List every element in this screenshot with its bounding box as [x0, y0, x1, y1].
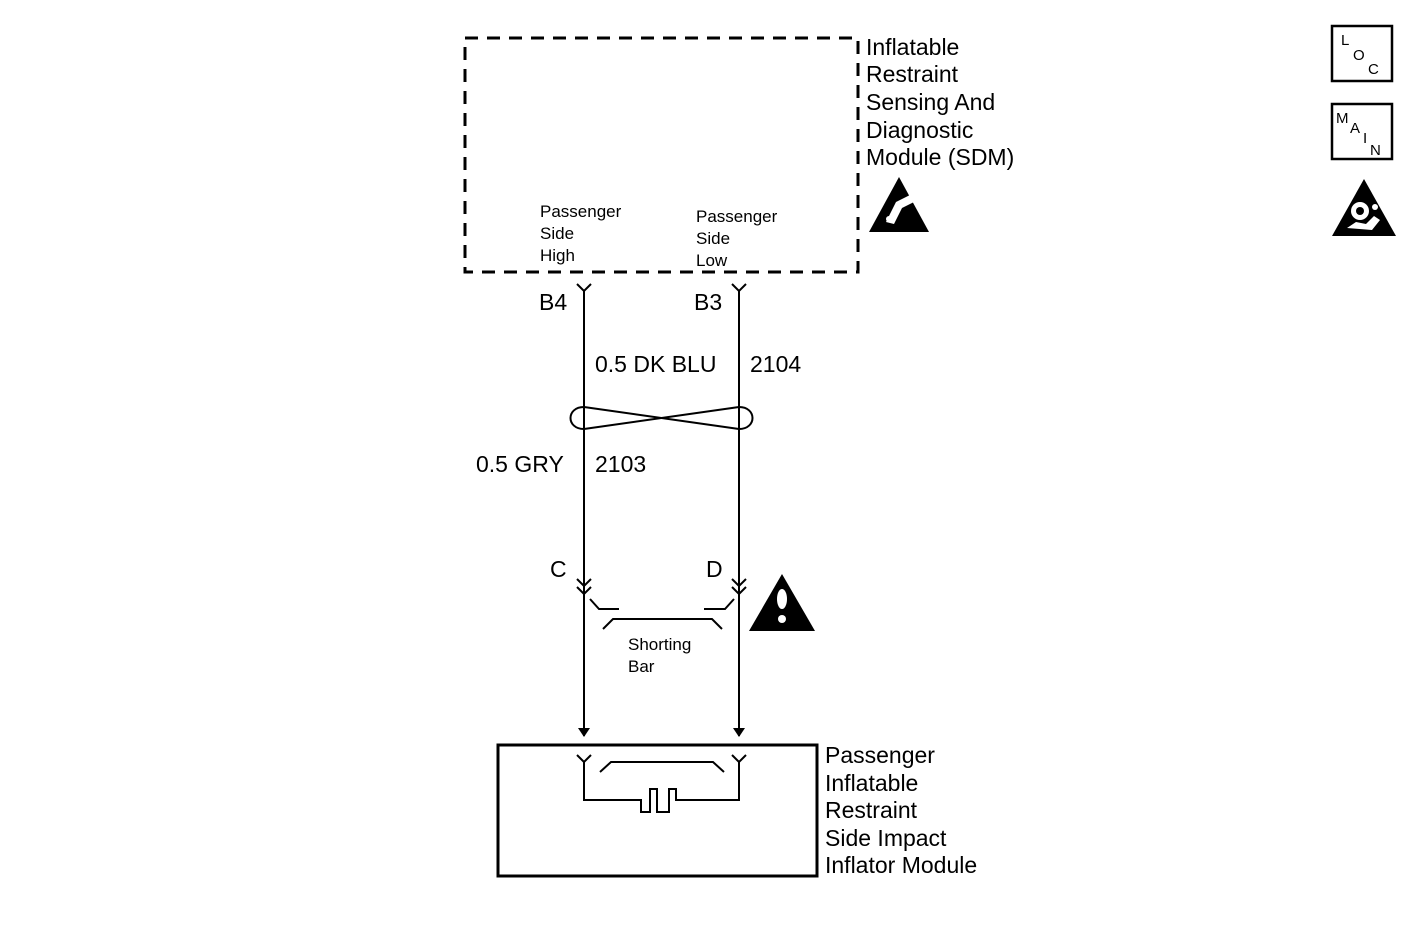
- sdm-title-line: Inflatable: [866, 34, 959, 60]
- module-title-line: Inflatable: [825, 770, 918, 796]
- sdm-title-line: Sensing And: [866, 89, 995, 115]
- pin-label-line: Side: [696, 229, 730, 248]
- loc-letter: L: [1341, 32, 1349, 49]
- esd-sensitive-icon: [869, 177, 929, 232]
- inflator-module-box: [496, 743, 819, 878]
- shorting-bar-label: Shorting Bar: [628, 635, 696, 676]
- main-letter: M: [1336, 110, 1349, 127]
- module-terminal-low: [731, 754, 747, 764]
- module-title: Passenger Inflatable Restraint Side Impa…: [825, 742, 977, 878]
- wire-circuit-2103: 2103: [595, 451, 646, 477]
- pin-label-line: Passenger: [696, 207, 778, 226]
- sdm-title: Inflatable Restraint Sensing And Diagnos…: [866, 34, 1014, 170]
- twisted-pair-symbol: [569, 406, 754, 430]
- shorting-bar-symbol: [589, 598, 735, 630]
- sdm-title-line: Module (SDM): [866, 144, 1014, 170]
- connector-label-b3: B3: [694, 289, 722, 315]
- loc-letter: O: [1353, 47, 1365, 64]
- pin-label-line: High: [540, 246, 575, 265]
- main-letter: A: [1350, 120, 1360, 137]
- module-title-line: Inflator Module: [825, 852, 977, 878]
- wire-label-gry: 0.5 GRY: [476, 451, 564, 477]
- connector-terminal-d: [731, 578, 747, 596]
- module-title-line: Restraint: [825, 797, 918, 823]
- airbag-warning-icon: [1332, 179, 1396, 236]
- pin-label-passenger-low: Passenger Side Low: [696, 207, 782, 270]
- sdm-title-line: Restraint: [866, 61, 959, 87]
- sdm-title-line: Diagnostic: [866, 117, 973, 143]
- wire-arrow-high: [578, 728, 590, 737]
- module-terminal-high: [576, 754, 592, 764]
- pin-label-line: Side: [540, 224, 574, 243]
- connector-label-d: D: [706, 556, 723, 582]
- sdm-module-box: [463, 36, 860, 274]
- wire-label-dk-blu: 0.5 DK BLU: [595, 351, 716, 377]
- pin-label-passenger-high: Passenger Side High: [540, 202, 626, 265]
- connector-label-c: C: [550, 556, 567, 582]
- main-letter: I: [1363, 130, 1367, 147]
- inflator-squib-symbol: [583, 761, 740, 813]
- wire-arrow-low: [733, 728, 745, 737]
- wire-circuit-2104: 2104: [750, 351, 801, 377]
- pin-label-line: Low: [696, 251, 728, 270]
- module-title-line: Side Impact: [825, 825, 947, 851]
- connector-terminal-b4: [576, 283, 592, 293]
- loc-letter: C: [1368, 61, 1379, 78]
- main-link-icon[interactable]: M A I N: [1330, 102, 1394, 161]
- connector-terminal-c: [576, 578, 592, 596]
- shorting-bar-line: Shorting: [628, 635, 691, 654]
- shorting-bar-line: Bar: [628, 657, 655, 676]
- pin-label-line: Passenger: [540, 202, 622, 221]
- connector-terminal-b3: [731, 283, 747, 293]
- loc-link-icon[interactable]: L O C: [1330, 24, 1394, 83]
- caution-icon: [749, 574, 815, 631]
- main-letter: N: [1370, 142, 1381, 159]
- module-title-line: Passenger: [825, 742, 935, 768]
- connector-label-b4: B4: [539, 289, 567, 315]
